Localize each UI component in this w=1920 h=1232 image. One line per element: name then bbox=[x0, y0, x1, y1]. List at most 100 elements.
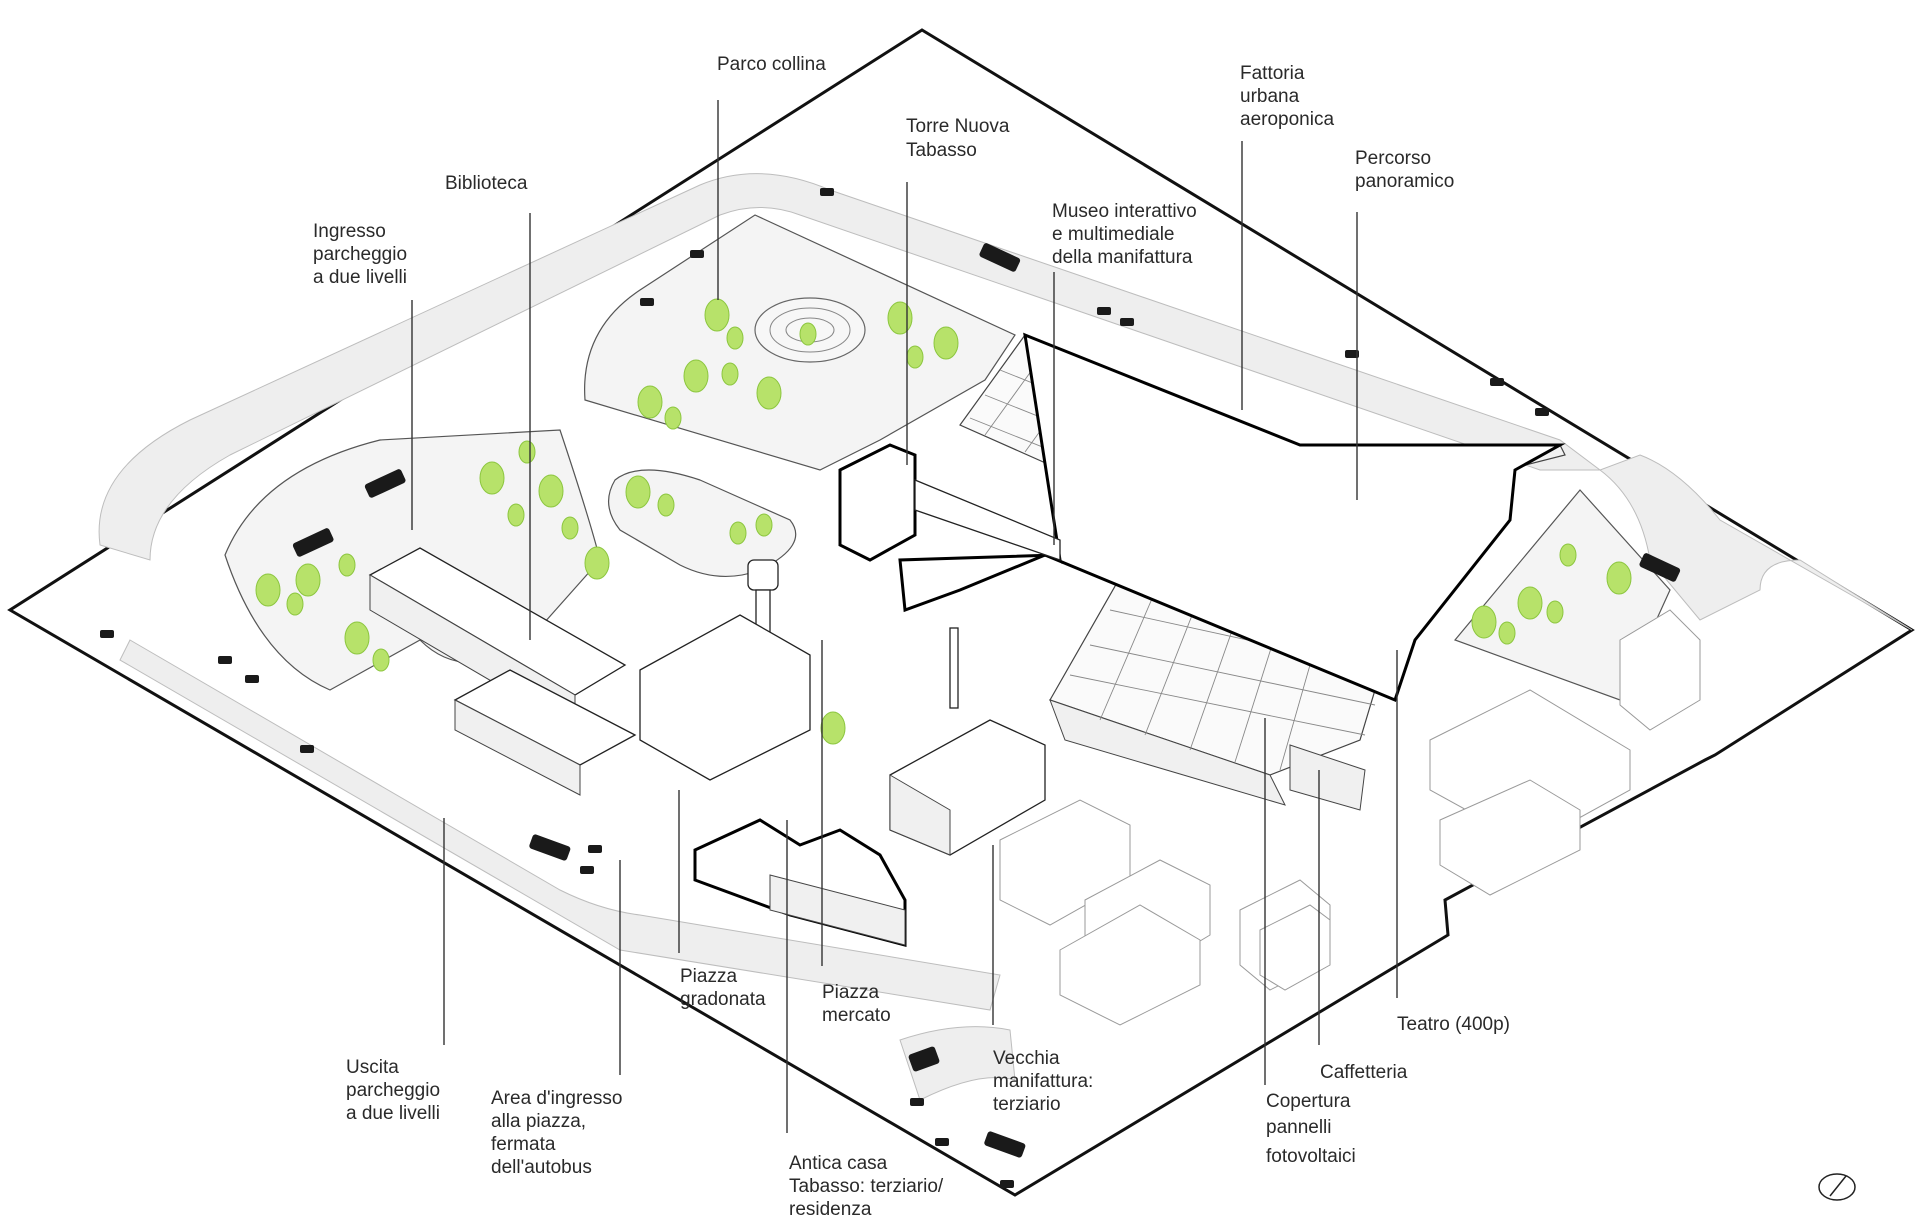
tree bbox=[1517, 586, 1543, 620]
label-copertura-2: pannelli bbox=[1266, 1117, 1332, 1138]
tree bbox=[1559, 543, 1577, 567]
label-parco-collina: Parco collina bbox=[717, 54, 826, 75]
label-fattoria-1: Fattoria bbox=[1240, 63, 1305, 84]
label-uscita-2: parcheggio bbox=[346, 1080, 440, 1101]
tree bbox=[820, 711, 846, 745]
tree bbox=[518, 440, 536, 464]
tree bbox=[755, 513, 773, 537]
tower-block bbox=[838, 443, 917, 562]
label-vecchia-3: terziario bbox=[993, 1094, 1061, 1115]
road-east-corner bbox=[1598, 454, 1913, 631]
label-uscita-1: Uscita bbox=[346, 1057, 399, 1078]
label-fattoria-3: aeroponica bbox=[1240, 109, 1334, 130]
label-teatro: Teatro (400p) bbox=[1397, 1014, 1510, 1035]
antica-casa-facade bbox=[769, 874, 906, 946]
tower-bridge bbox=[914, 479, 1061, 561]
library-lower-facade bbox=[454, 699, 581, 796]
tree bbox=[372, 648, 390, 672]
label-torre-1: Torre Nuova bbox=[906, 116, 1010, 137]
car bbox=[640, 298, 654, 306]
label-antica-1: Antica casa bbox=[789, 1153, 888, 1174]
biblioteca-building bbox=[368, 547, 637, 796]
car bbox=[820, 188, 834, 196]
tree bbox=[344, 621, 370, 655]
car bbox=[218, 656, 232, 664]
tree bbox=[584, 546, 610, 580]
car bbox=[100, 630, 114, 638]
label-area-3: fermata bbox=[491, 1134, 556, 1155]
car bbox=[910, 1098, 924, 1106]
vecchia-manifattura-facade bbox=[889, 774, 951, 856]
label-area-2: alla piazza, bbox=[491, 1111, 586, 1132]
car bbox=[1000, 1180, 1014, 1188]
tree bbox=[906, 345, 924, 369]
label-antica-3: residenza bbox=[789, 1199, 872, 1220]
tree bbox=[295, 563, 321, 597]
central-buildings bbox=[639, 614, 1046, 947]
label-piazza-mercato-1: Piazza bbox=[822, 982, 879, 1003]
chimney bbox=[949, 627, 959, 709]
car bbox=[1097, 307, 1111, 315]
tree bbox=[664, 406, 682, 430]
label-percorso-2: panoramico bbox=[1355, 171, 1454, 192]
car bbox=[1345, 350, 1359, 358]
tree bbox=[887, 301, 913, 335]
bus bbox=[364, 469, 406, 498]
leader-lines bbox=[411, 100, 1398, 1133]
bus bbox=[984, 1131, 1026, 1158]
label-museo-1: Museo interattivo bbox=[1052, 201, 1197, 222]
tree bbox=[799, 322, 817, 346]
label-vecchia-1: Vecchia bbox=[993, 1048, 1060, 1069]
car bbox=[1120, 318, 1134, 326]
road-north bbox=[98, 173, 1602, 561]
tree bbox=[1498, 621, 1516, 645]
tree bbox=[637, 385, 663, 419]
road-network bbox=[98, 173, 1913, 1101]
car bbox=[935, 1138, 949, 1146]
label-area-1: Area d'ingresso bbox=[491, 1088, 622, 1109]
tree bbox=[479, 461, 505, 495]
tree bbox=[721, 362, 739, 386]
context-building bbox=[1619, 609, 1701, 731]
tree bbox=[538, 474, 564, 508]
sawtooth-block bbox=[639, 614, 811, 781]
bus bbox=[979, 243, 1021, 272]
tree bbox=[933, 326, 959, 360]
tree bbox=[286, 592, 304, 616]
trees bbox=[255, 298, 1632, 745]
car bbox=[588, 845, 602, 853]
tree bbox=[625, 475, 651, 509]
car bbox=[1490, 378, 1504, 386]
factory-outline bbox=[898, 332, 1566, 703]
label-piazza-mercato-2: mercato bbox=[822, 1005, 891, 1026]
tree bbox=[1471, 605, 1497, 639]
label-piazza-gradonata-1: Piazza bbox=[680, 966, 737, 987]
park-east bbox=[1453, 489, 1671, 701]
car bbox=[908, 1046, 940, 1072]
tree bbox=[338, 553, 356, 577]
tree bbox=[726, 326, 744, 350]
label-museo-3: della manifattura bbox=[1052, 247, 1193, 268]
label-vecchia-2: manifattura: bbox=[993, 1071, 1093, 1092]
car bbox=[580, 866, 594, 874]
label-ingresso-3: a due livelli bbox=[313, 267, 407, 288]
tree bbox=[561, 516, 579, 540]
label-piazza-gradonata-2: gradonata bbox=[680, 989, 766, 1010]
label-ingresso-2: parcheggio bbox=[313, 244, 407, 265]
road-south bbox=[119, 639, 1001, 1011]
bus bbox=[1639, 553, 1681, 582]
tree bbox=[683, 359, 709, 393]
tree bbox=[704, 298, 730, 332]
label-percorso-1: Percorso bbox=[1355, 148, 1431, 169]
water-tank bbox=[747, 559, 779, 591]
label-copertura-1: Copertura bbox=[1266, 1091, 1351, 1112]
bus bbox=[292, 528, 334, 557]
car bbox=[690, 250, 704, 258]
road-south-junction bbox=[899, 1026, 1016, 1101]
label-copertura-3: fotovoltaici bbox=[1266, 1146, 1356, 1167]
label-ingresso-1: Ingresso bbox=[313, 221, 386, 242]
label-museo-2: e multimediale bbox=[1052, 224, 1175, 245]
label-torre-2: Tabasso bbox=[906, 140, 977, 161]
label-fattoria-2: urbana bbox=[1240, 86, 1300, 107]
